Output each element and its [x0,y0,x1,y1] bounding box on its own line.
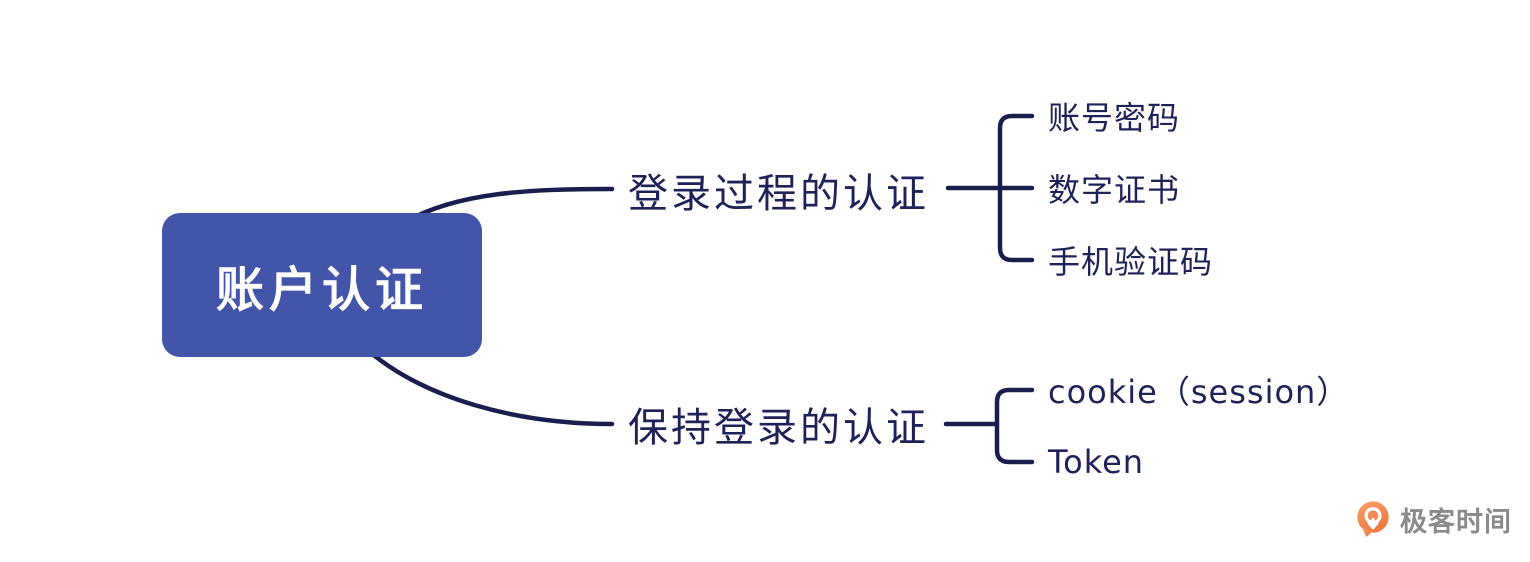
leaf-sms-verification-code: 手机验证码 [1048,243,1214,281]
curve-root-to-branch1 [402,186,615,225]
geektime-logo-text: 极客时间 [1400,506,1512,538]
leaf-digital-certificate: 数字证书 [1048,171,1181,209]
leaf-cookie-session: cookie（session） [1048,373,1350,411]
leaf-account-password: 账号密码 [1048,99,1181,137]
geektime-logo-icon [1357,501,1389,538]
root-node: 账户认证 [162,213,482,357]
branch1-children-bracket [997,113,1035,263]
curve-root-to-branch2 [367,349,615,427]
geektime-watermark: 极客时间 [1354,499,1512,539]
branch-login-process-auth: 登录过程的认证 [628,171,929,217]
branch2-children-bracket [994,387,1035,465]
leaf-token: Token [1048,443,1145,481]
branch-keep-login-auth: 保持登录的认证 [628,405,929,451]
root-node-label: 账户认证 [215,262,428,318]
